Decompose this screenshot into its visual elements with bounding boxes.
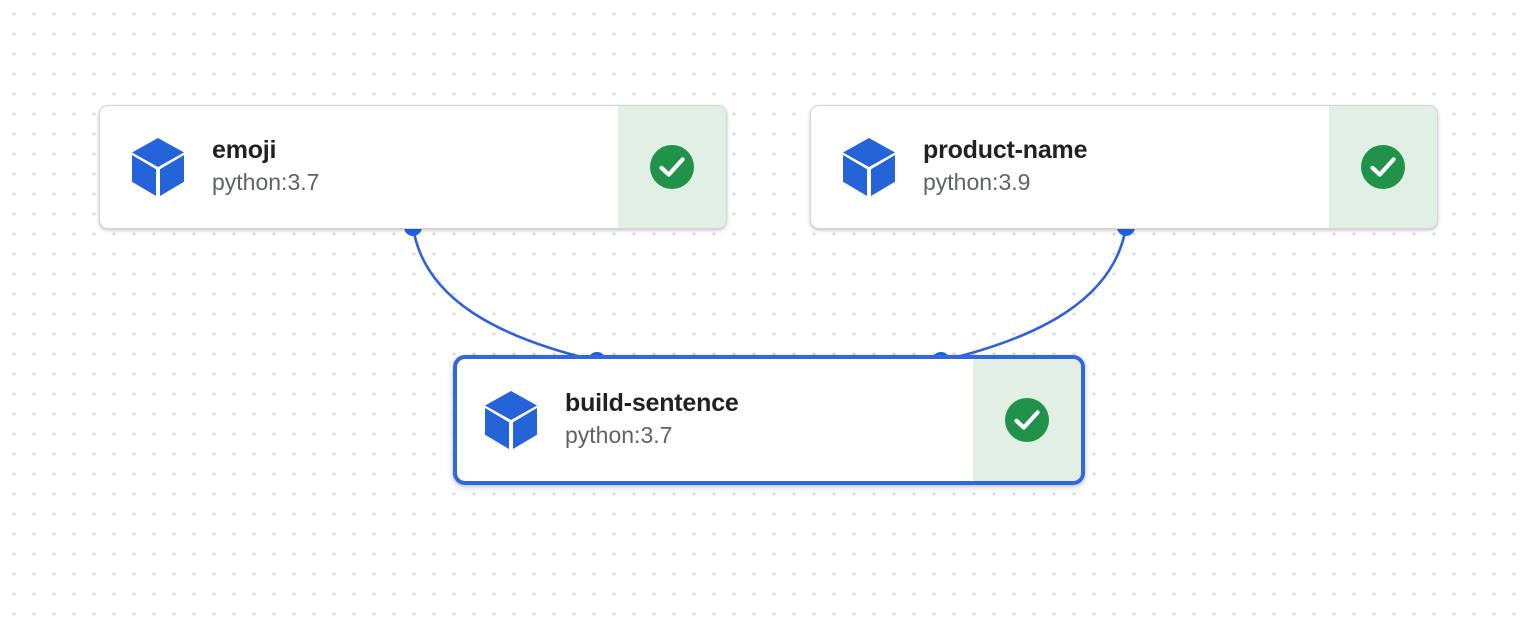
- node-icon-wrap: [811, 106, 903, 228]
- node-emoji[interactable]: emoji python:3.7: [99, 105, 727, 229]
- check-circle-icon: [1361, 145, 1405, 189]
- node-subtitle: python:3.7: [212, 169, 320, 196]
- node-subtitle: python:3.9: [923, 169, 1031, 196]
- node-product-name[interactable]: product-name python:3.9: [810, 105, 1438, 229]
- node-icon-wrap: [100, 106, 192, 228]
- cube-icon: [485, 391, 537, 449]
- cube-icon: [132, 138, 184, 196]
- node-subtitle: python:3.7: [565, 422, 673, 449]
- node-text: product-name python:3.9: [903, 106, 1329, 228]
- node-status-panel: [1329, 106, 1437, 228]
- check-circle-icon: [1005, 398, 1049, 442]
- check-circle-icon: [650, 145, 694, 189]
- node-text: build-sentence python:3.7: [545, 359, 973, 481]
- edge-product-name-to-build-sentence[interactable]: [939, 225, 1128, 363]
- node-text: emoji python:3.7: [192, 106, 618, 228]
- node-status-panel: [618, 106, 726, 228]
- node-build-sentence[interactable]: build-sentence python:3.7: [453, 355, 1085, 485]
- edge-emoji-to-build-sentence[interactable]: [411, 225, 599, 363]
- cube-icon: [843, 138, 895, 196]
- node-icon-wrap: [457, 359, 545, 481]
- node-title: emoji: [212, 135, 277, 164]
- node-title: build-sentence: [565, 388, 739, 417]
- node-title: product-name: [923, 135, 1088, 164]
- node-status-panel: [973, 359, 1081, 481]
